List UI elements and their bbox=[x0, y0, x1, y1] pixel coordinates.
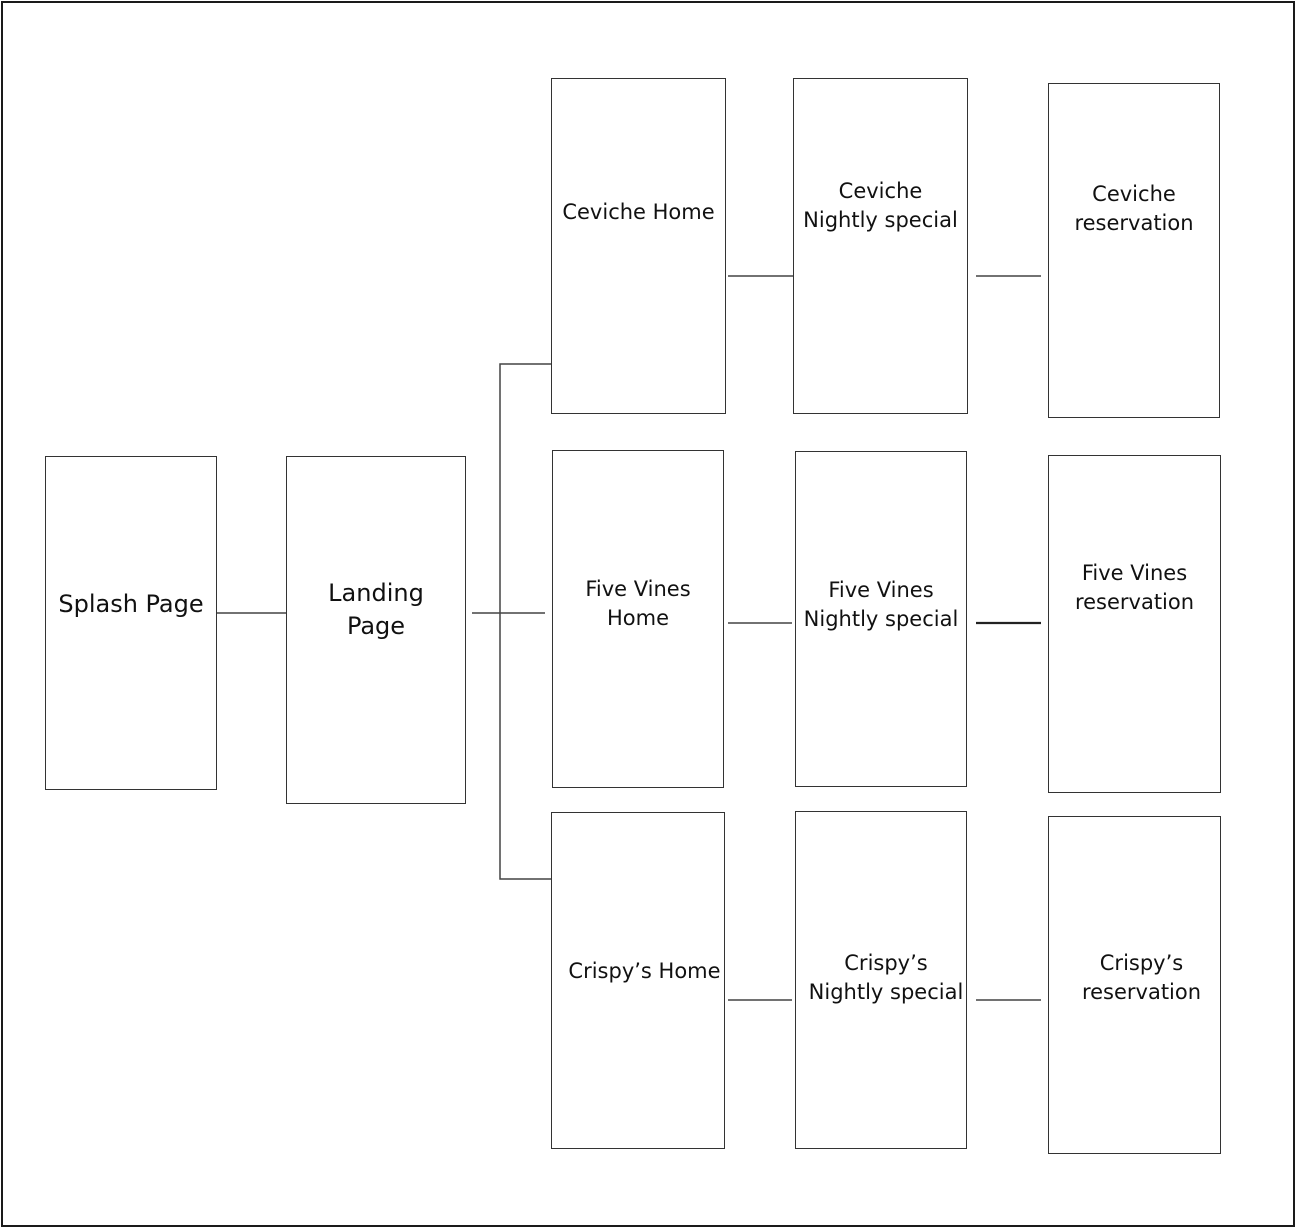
node-ceviche-reservation: Ceviche reservation bbox=[1048, 83, 1220, 418]
node-fivevines-reservation: Five Vines reservation bbox=[1048, 455, 1221, 793]
connector-branch-bracket bbox=[499, 363, 552, 880]
node-ceviche-nightly-special: Ceviche Nightly special bbox=[793, 78, 968, 414]
node-label: Five Vines reservation bbox=[1074, 560, 1195, 614]
node-label: Ceviche Home bbox=[562, 200, 715, 224]
node-fivevines-home: Five Vines Home bbox=[552, 450, 724, 788]
node-splash-page: Splash Page bbox=[45, 456, 217, 790]
node-label: Ceviche reservation bbox=[1074, 181, 1194, 235]
node-crispys-home: Crispy’s Home bbox=[551, 812, 725, 1149]
node-label: Crispy’s reservation bbox=[1081, 950, 1202, 1004]
node-ceviche-home: Ceviche Home bbox=[551, 78, 726, 414]
node-fivevines-nightly-special: Five Vines Nightly special bbox=[795, 451, 967, 787]
node-landing-page: Landing Page bbox=[286, 456, 466, 804]
node-label: Crispy’s Nightly special bbox=[808, 950, 964, 1004]
node-label: Five Vines Nightly special bbox=[803, 578, 959, 631]
node-label: Splash Page bbox=[58, 590, 204, 618]
node-label: Ceviche Nightly special bbox=[803, 179, 958, 232]
node-label: Landing Page bbox=[328, 579, 424, 640]
node-crispys-nightly-special: Crispy’s Nightly special bbox=[795, 811, 967, 1149]
node-crispys-reservation: Crispy’s reservation bbox=[1048, 816, 1221, 1154]
node-label: Five Vines Home bbox=[585, 577, 691, 630]
node-label: Crispy’s Home bbox=[568, 959, 721, 983]
